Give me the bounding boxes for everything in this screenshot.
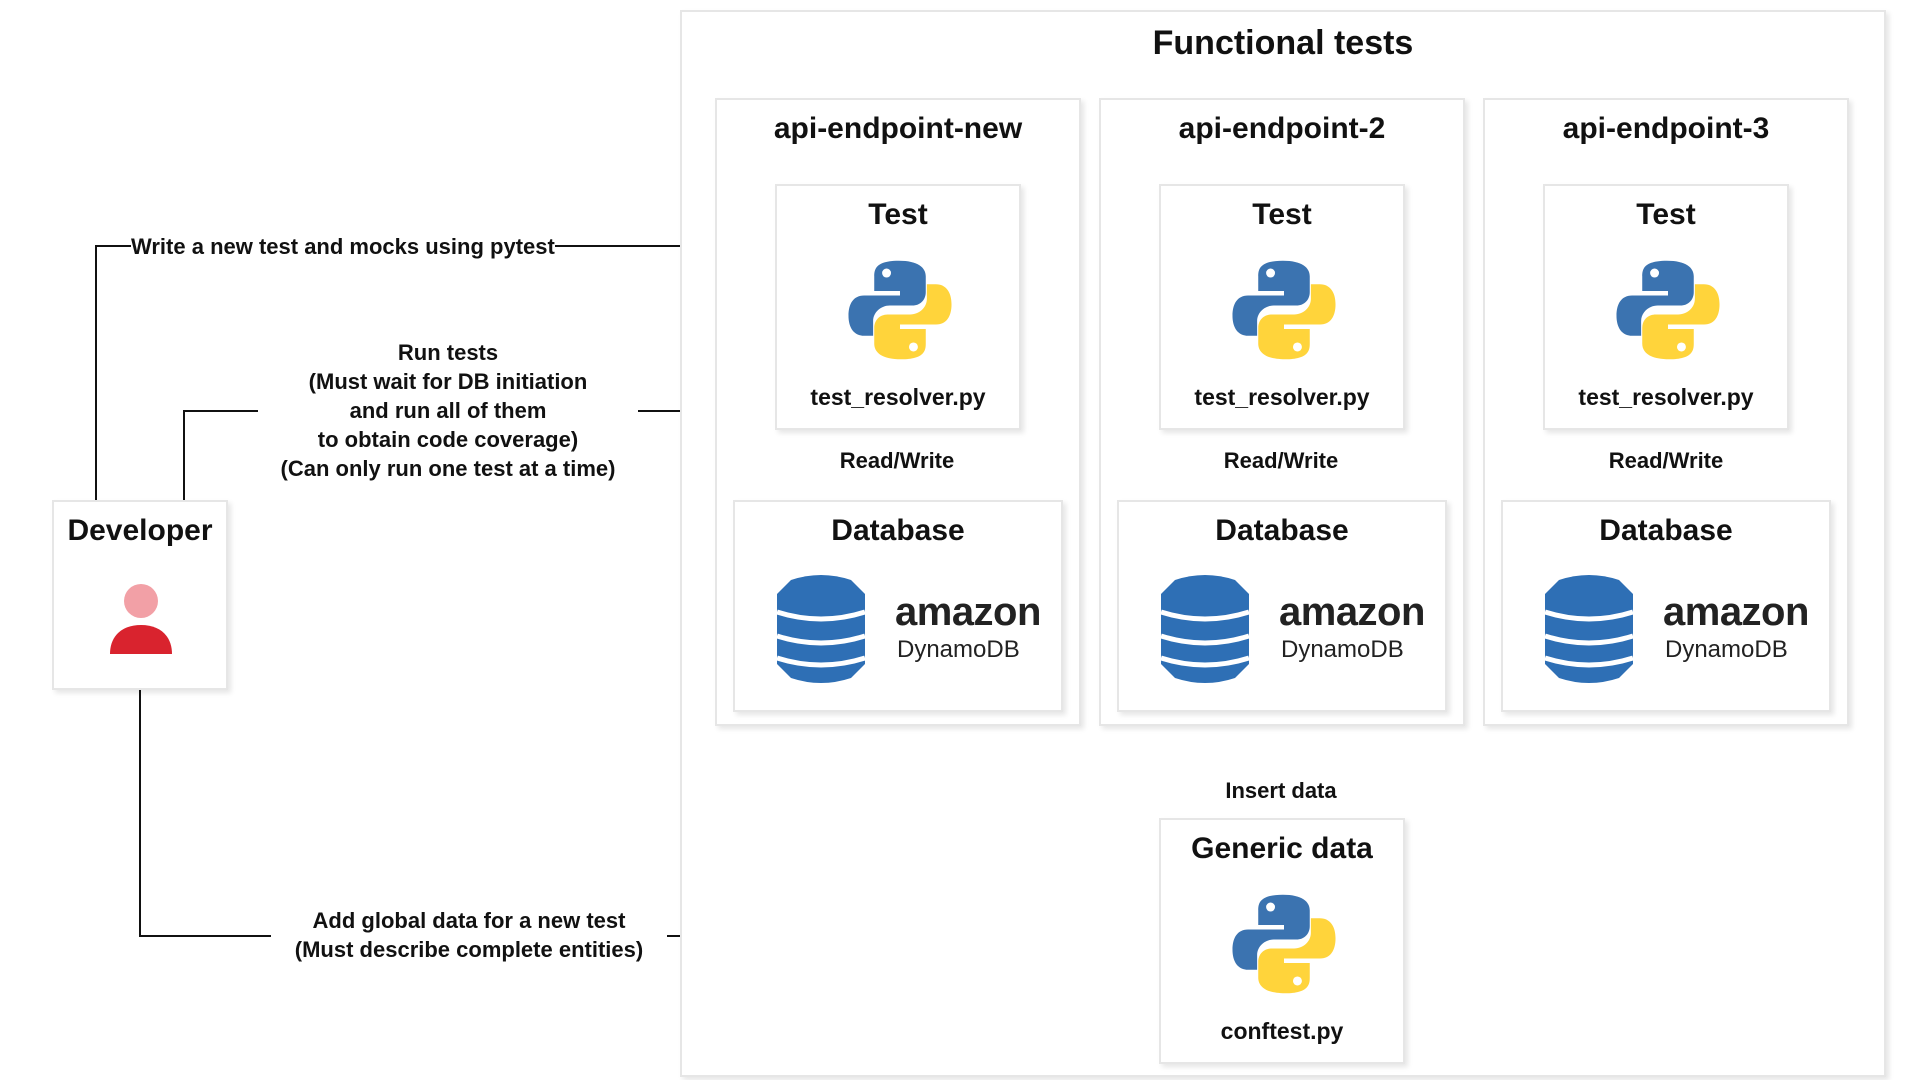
database-box[interactable]: Database amazon DynamoDB [1117, 500, 1447, 712]
dynamodb-icon [776, 575, 866, 683]
dynamodb-wordmark: DynamoDB [1665, 636, 1788, 663]
database-title: Database [1215, 514, 1349, 547]
generic-data-box[interactable]: Generic data conftest.py [1159, 818, 1405, 1064]
read-write-label: Read/Write [1217, 446, 1345, 475]
dynamodb-icon [1544, 575, 1634, 683]
database-title: Database [831, 514, 965, 547]
endpoint-title: api-endpoint-2 [1178, 112, 1386, 145]
generic-data-title: Generic data [1191, 832, 1373, 865]
run-tests-label: Run tests (Must wait for DB initiation a… [258, 338, 638, 483]
dynamodb-icon [1160, 575, 1250, 683]
test-title: Test [1636, 198, 1696, 231]
add-global-line-2: (Must describe complete entities) [294, 937, 644, 962]
test-title: Test [868, 198, 928, 231]
endpoint-title: api-endpoint-3 [1562, 112, 1770, 145]
python-icon [848, 260, 952, 360]
person-icon [110, 584, 172, 654]
test-box[interactable]: Test test_resolver.py [1159, 184, 1405, 430]
endpoint-title: api-endpoint-new [773, 112, 1023, 145]
generic-file-label: conftest.py [1220, 1018, 1344, 1044]
python-icon [1616, 260, 1720, 360]
run-tests-line-4: to obtain code coverage) [317, 427, 579, 452]
developer-title: Developer [67, 514, 213, 547]
database-box[interactable]: Database amazon DynamoDB [733, 500, 1063, 712]
read-write-label: Read/Write [1602, 446, 1730, 475]
test-box[interactable]: Test test_resolver.py [775, 184, 1021, 430]
read-write-label: Read/Write [833, 446, 961, 475]
amazon-wordmark: amazon [895, 590, 1041, 634]
database-box[interactable]: Database amazon DynamoDB [1501, 500, 1831, 712]
dynamodb-wordmark: DynamoDB [897, 636, 1020, 663]
test-box[interactable]: Test test_resolver.py [1543, 184, 1789, 430]
amazon-wordmark: amazon [1279, 590, 1425, 634]
run-tests-line-5: (Can only run one test at a time) [280, 456, 616, 481]
dynamodb-wordmark: DynamoDB [1281, 636, 1404, 663]
add-global-line-1: Add global data for a new test [312, 908, 626, 933]
python-icon [1232, 260, 1336, 360]
test-file-label: test_resolver.py [810, 384, 986, 410]
python-icon [1232, 894, 1336, 994]
test-title: Test [1252, 198, 1312, 231]
write-test-label: Write a new test and mocks using pytest [131, 232, 555, 261]
developer-box[interactable]: Developer [52, 500, 228, 690]
amazon-wordmark: amazon [1663, 590, 1809, 634]
test-file-label: test_resolver.py [1578, 384, 1754, 410]
run-tests-line-3: and run all of them [349, 398, 547, 423]
run-tests-line-1: Run tests [397, 340, 499, 365]
functional-tests-title: Functional tests [1152, 24, 1414, 62]
database-title: Database [1599, 514, 1733, 547]
run-tests-line-2: (Must wait for DB initiation [308, 369, 588, 394]
test-file-label: test_resolver.py [1194, 384, 1370, 410]
insert-data-label: Insert data [1211, 776, 1351, 805]
add-global-label: Add global data for a new test (Must des… [271, 906, 667, 964]
